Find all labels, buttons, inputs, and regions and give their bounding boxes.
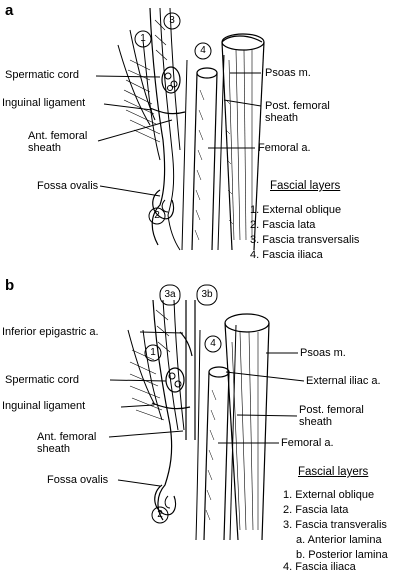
legend-b-title: Fascial layers: [298, 466, 369, 478]
label-psoas: Psoas m.: [265, 67, 311, 79]
legend-b-item-3b: b. Posterior lamina: [296, 549, 388, 561]
label-femoral-a: Femoral a.: [281, 437, 334, 449]
legend-a-item-2: 2. Fascia lata: [250, 219, 316, 231]
legend-b-item-4: 4. Fascia iliaca: [283, 561, 356, 573]
legend-a-item-4: 4. Fascia iliaca: [250, 249, 323, 261]
layer-number-1: 1: [150, 347, 156, 358]
label-post-femoral-sheath: Post. femoral sheath: [265, 100, 330, 124]
layer-number-3: 3: [169, 15, 175, 26]
layer-number-3b: 3b: [201, 289, 213, 300]
layer-number-1: 1: [140, 33, 146, 44]
panel-b-drawing: [108, 284, 305, 541]
label-external-iliac: External iliac a.: [306, 375, 381, 387]
label-fossa-ovalis: Fossa ovalis: [37, 180, 99, 192]
legend-b-item-1: 1. External oblique: [283, 489, 375, 501]
label-femoral-a: Femoral a.: [258, 142, 311, 154]
label-spermatic-cord: Spermatic cord: [5, 69, 79, 81]
legend-b-item-3a: a. Anterior lamina: [296, 534, 382, 546]
panel-b-letter: b: [5, 277, 15, 294]
label-inguinal-ligament: Inguinal ligament: [2, 97, 86, 109]
label-inguinal-ligament: Inguinal ligament: [2, 400, 86, 412]
layer-number-2: 2: [157, 509, 163, 520]
legend-b-item-2: 2. Fascia lata: [283, 504, 349, 516]
legend-a-item-1: 1. External oblique: [250, 204, 342, 216]
label-inferior-epigastric: Inferior epigastric a.: [2, 326, 99, 338]
legend-b-item-3: 3. Fascia transveralis: [283, 519, 387, 531]
layer-number-4: 4: [200, 45, 206, 56]
layer-number-4: 4: [210, 338, 216, 349]
panel-a-letter: a: [5, 2, 14, 19]
legend-a-item-3: 3. Fascia transversalis: [250, 234, 360, 246]
panel-a-drawing: [95, 7, 265, 251]
label-ant-femoral-sheath: Ant. femoral sheath: [37, 431, 97, 455]
layer-number-2: 2: [154, 210, 160, 221]
label-psoas: Psoas m.: [300, 347, 346, 359]
label-ant-femoral-sheath: Ant. femoral sheath: [28, 130, 88, 154]
label-spermatic-cord: Spermatic cord: [5, 374, 79, 386]
label-fossa-ovalis: Fossa ovalis: [47, 474, 109, 486]
layer-number-3a: 3a: [164, 289, 176, 300]
label-post-femoral-sheath: Post. femoral sheath: [299, 404, 364, 428]
legend-a-title: Fascial layers: [270, 180, 341, 192]
